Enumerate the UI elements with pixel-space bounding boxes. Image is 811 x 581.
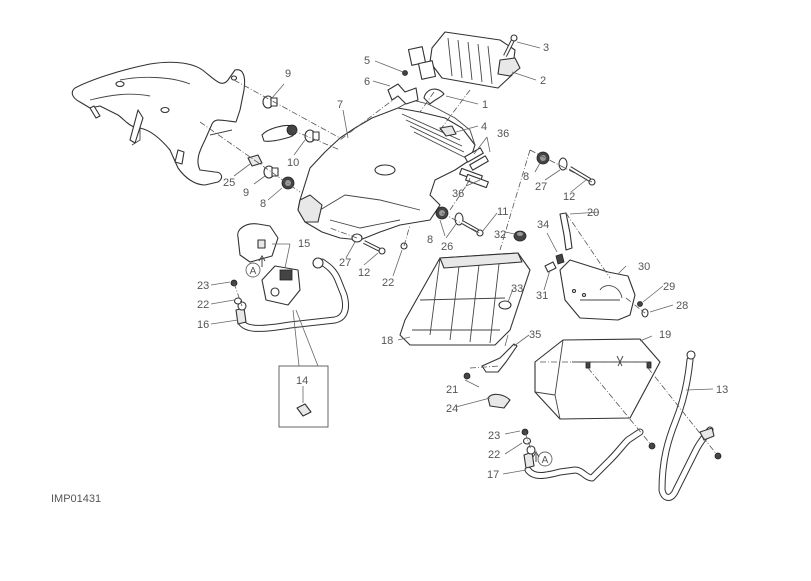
cover-30 — [559, 259, 636, 321]
image-code: IMP01431 — [51, 493, 101, 505]
regulator-clip-1 — [423, 88, 445, 105]
label-36-bottom: 36 — [452, 188, 464, 200]
label-12-right: 12 — [563, 191, 575, 203]
label-2: 2 — [540, 75, 546, 87]
fuse-14 — [296, 403, 312, 417]
screw-3 — [503, 34, 518, 57]
reference-marker-label: A — [542, 455, 549, 466]
cable-13 — [658, 350, 715, 501]
grommet-8-right — [536, 151, 550, 165]
subframe — [71, 61, 246, 186]
label-17: 17 — [487, 469, 499, 481]
label-23-left: 23 — [197, 280, 209, 292]
reference-marker-a-lower: A — [532, 451, 553, 467]
label-25: 25 — [223, 177, 235, 189]
label-23-bottom: 23 — [488, 430, 500, 442]
label-19: 19 — [659, 329, 671, 341]
screw-11 — [461, 220, 484, 237]
leader-lines — [210, 41, 714, 475]
clip-31 — [544, 261, 557, 273]
screw-5 — [402, 70, 408, 76]
screw-21 — [463, 372, 471, 380]
label-5: 5 — [364, 55, 370, 67]
grommet-34 — [555, 253, 565, 265]
label-31: 31 — [536, 290, 548, 302]
cable-17 — [523, 428, 644, 482]
assembly-lines — [199, 79, 719, 457]
label-3: 3 — [543, 42, 549, 54]
label-6: 6 — [364, 76, 370, 88]
connectors — [407, 46, 437, 80]
label-18: 18 — [381, 335, 393, 347]
label-28: 28 — [676, 300, 688, 312]
label-22-bottom: 22 — [488, 449, 500, 461]
fuse-inset-leader-left — [292, 309, 300, 367]
battery-box-upper — [297, 99, 476, 241]
washer-26 — [454, 212, 464, 226]
label-10: 10 — [287, 157, 299, 169]
label-16: 16 — [197, 319, 209, 331]
label-20: 20 — [587, 207, 599, 219]
label-36-top: 36 — [497, 128, 509, 140]
voltage-regulator — [429, 31, 521, 89]
cable-16 — [235, 257, 350, 332]
label-12-bottom: 12 — [358, 267, 370, 279]
solenoid-cover-15 — [237, 223, 279, 263]
label-26: 26 — [441, 241, 453, 253]
washer-22-left — [233, 297, 243, 305]
screw-12-bottom — [363, 240, 386, 255]
fuse-inset-box — [278, 365, 329, 428]
label-34: 34 — [537, 219, 549, 231]
bracket-6 — [387, 83, 419, 105]
clip-4 — [439, 125, 457, 137]
washer-29 — [637, 301, 643, 307]
label-1: 1 — [482, 99, 488, 111]
label-27-right: 27 — [535, 181, 547, 193]
label-22-mid: 22 — [382, 277, 394, 289]
label-9-bottom: 9 — [243, 187, 249, 199]
label-8-mid: 8 — [427, 234, 433, 246]
terminal-cover-24 — [487, 393, 511, 409]
label-8-right: 8 — [523, 171, 529, 183]
label-8-left: 8 — [260, 198, 266, 210]
label-21: 21 — [446, 384, 458, 396]
link-10 — [261, 124, 320, 143]
reference-marker-label: A — [250, 266, 257, 277]
label-7: 7 — [337, 99, 343, 111]
bracket-35 — [481, 343, 518, 373]
label-33: 33 — [511, 283, 523, 295]
label-13: 13 — [716, 384, 728, 396]
label-24: 24 — [446, 403, 458, 415]
label-15: 15 — [298, 238, 310, 250]
label-27-bottom: 27 — [339, 257, 351, 269]
label-29: 29 — [663, 281, 675, 293]
label-22-left: 22 — [197, 299, 209, 311]
washer-22-bottom — [522, 437, 532, 445]
label-35: 35 — [529, 329, 541, 341]
label-9-top: 9 — [285, 68, 291, 80]
bracket-20 — [559, 212, 573, 251]
pad-33 — [498, 300, 512, 310]
washer-27-right — [558, 157, 568, 171]
fuse-inset-leader-right — [295, 309, 319, 367]
battery-box-lower — [399, 252, 531, 346]
label-30: 30 — [638, 261, 650, 273]
part-labels: 1 2 3 4 5 6 7 8 8 8 9 9 10 11 12 12 13 1… — [197, 42, 728, 481]
label-32: 32 — [494, 229, 506, 241]
label-4: 4 — [481, 121, 487, 133]
grommet-8-left — [281, 176, 295, 190]
grommet-32 — [513, 230, 527, 242]
label-14: 14 — [296, 375, 308, 387]
starter-solenoid — [261, 265, 301, 306]
label-11: 11 — [497, 206, 508, 218]
reference-marker-a-upper: A — [245, 255, 266, 278]
